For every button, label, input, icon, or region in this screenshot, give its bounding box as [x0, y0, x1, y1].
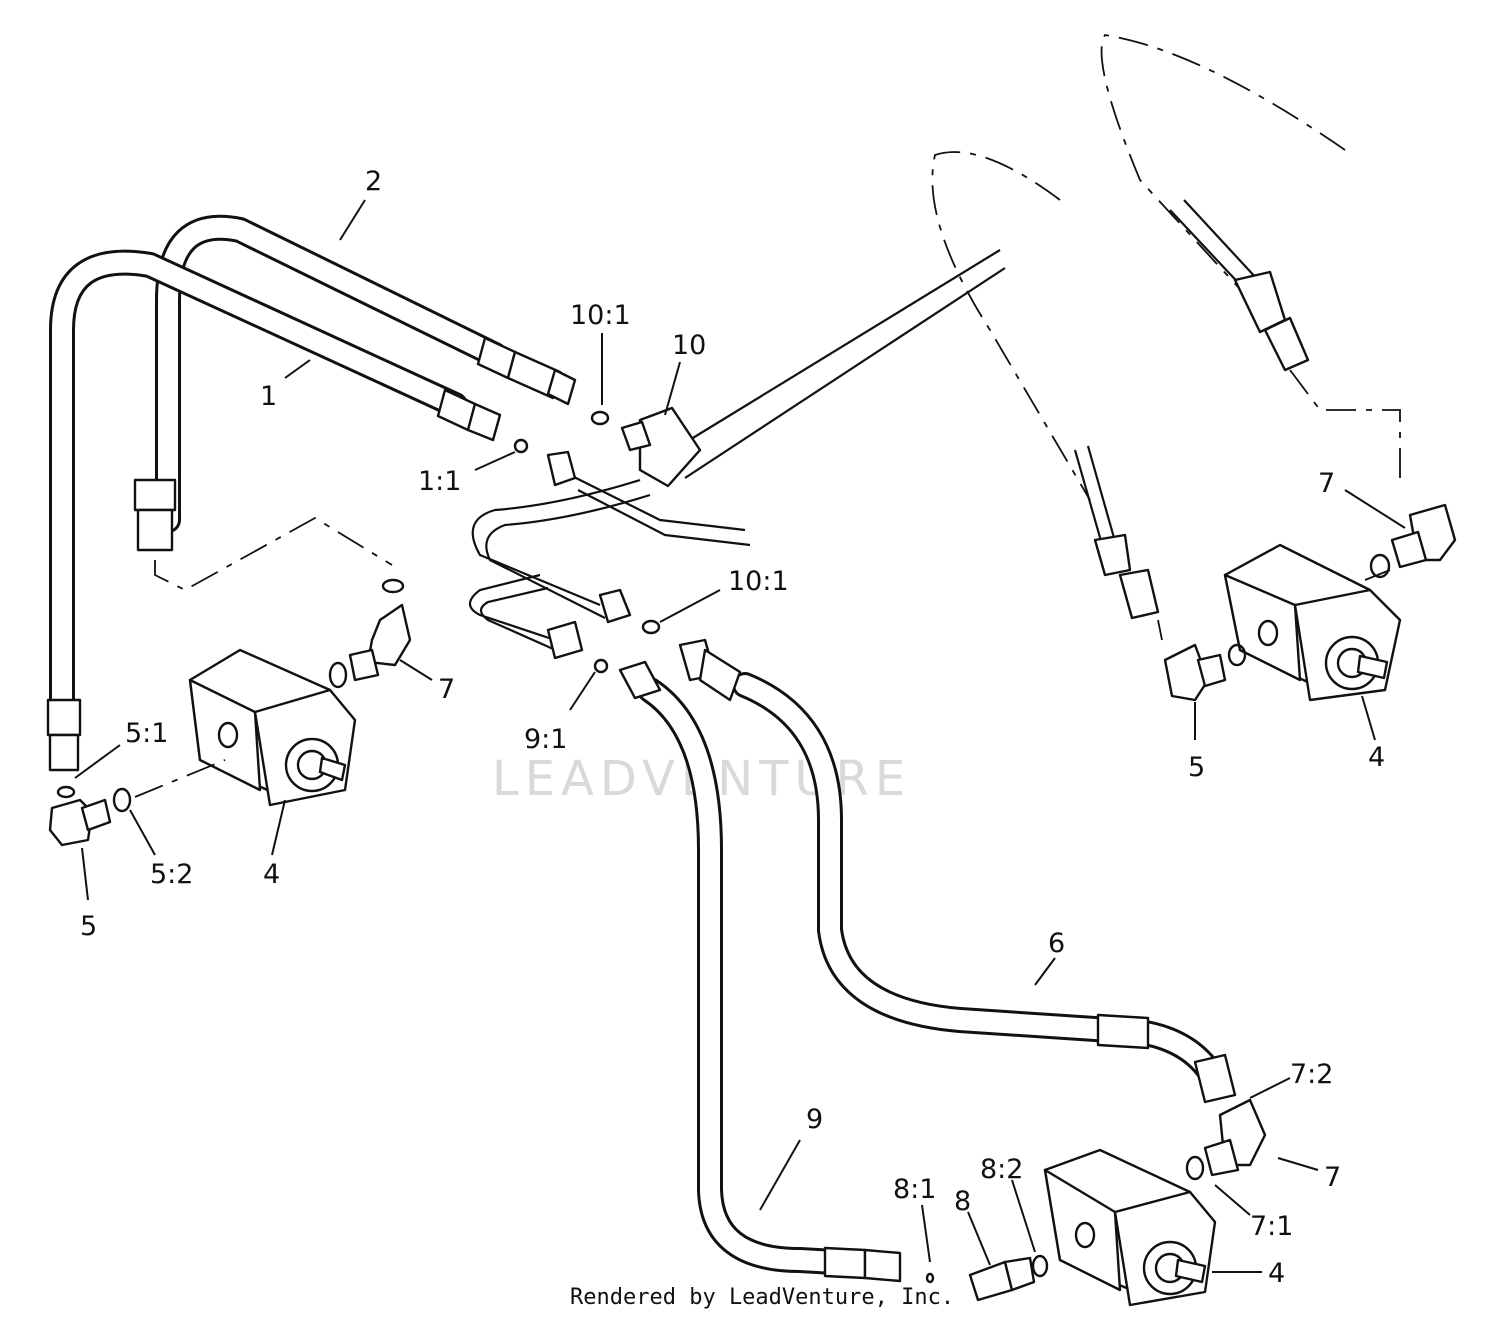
- callout-8-1: 8:1: [893, 1174, 936, 1205]
- pump-left: [188, 648, 357, 807]
- hose-1: [46, 249, 502, 772]
- callout-4-right: 4: [1368, 742, 1385, 773]
- callout-5-1: 5:1: [125, 718, 168, 749]
- dashed-path-left: [154, 516, 393, 592]
- render-credit: Rendered by LeadVenture, Inc.: [570, 1285, 954, 1310]
- callout-10-1-top: 10:1: [570, 300, 631, 331]
- dashed-path-left-pump: [134, 759, 226, 798]
- pump-right: [1223, 543, 1402, 702]
- callout-5-2: 5:2: [150, 859, 193, 890]
- elbow-7-left: [328, 578, 412, 689]
- leader-lines: [74, 199, 1406, 1273]
- elbow-5-right: [1163, 643, 1247, 702]
- hose-2: [133, 214, 577, 552]
- callout-6: 6: [1048, 928, 1065, 959]
- callout-9-1: 9:1: [524, 724, 567, 755]
- callout-8: 8: [954, 1186, 971, 1217]
- elbow-5-left: [48, 785, 132, 847]
- callout-10-1-mid: 10:1: [728, 566, 789, 597]
- tee-block-10: [513, 249, 1006, 488]
- callout-5-left: 5: [80, 911, 97, 942]
- callout-1-1: 1:1: [418, 466, 461, 497]
- fitting-8: [925, 1254, 1049, 1302]
- callout-4-bottom: 4: [1268, 1258, 1285, 1289]
- callout-7-1: 7:1: [1250, 1211, 1293, 1242]
- callout-7-bottom: 7: [1324, 1162, 1341, 1193]
- callout-7-right: 7: [1318, 468, 1335, 499]
- pump-bottom: [1043, 1148, 1217, 1307]
- hose-right-2: [1169, 199, 1310, 372]
- hose-right-1: [1073, 445, 1160, 620]
- right-dashed-routing: [931, 34, 1401, 641]
- callout-7-2: 7:2: [1290, 1059, 1333, 1090]
- callout-4-left: 4: [263, 859, 280, 890]
- callout-9: 9: [806, 1104, 823, 1135]
- hose-6: [678, 638, 1237, 1104]
- callout-labels: 2 1 10:1 10 1:1 10:1 7 9:1 5:1 5:2 4 5 7…: [80, 166, 1385, 1289]
- elbow-7-bottom: [1185, 1098, 1267, 1181]
- elbow-7-right: [1369, 503, 1457, 579]
- callout-2: 2: [365, 166, 382, 197]
- hose-9: [618, 660, 902, 1283]
- callout-10: 10: [672, 330, 706, 361]
- return-tubes: [468, 450, 751, 674]
- callout-1: 1: [260, 381, 277, 412]
- callout-5-right: 5: [1188, 752, 1205, 783]
- callout-8-2: 8:2: [980, 1154, 1023, 1185]
- callout-7-left: 7: [438, 674, 455, 705]
